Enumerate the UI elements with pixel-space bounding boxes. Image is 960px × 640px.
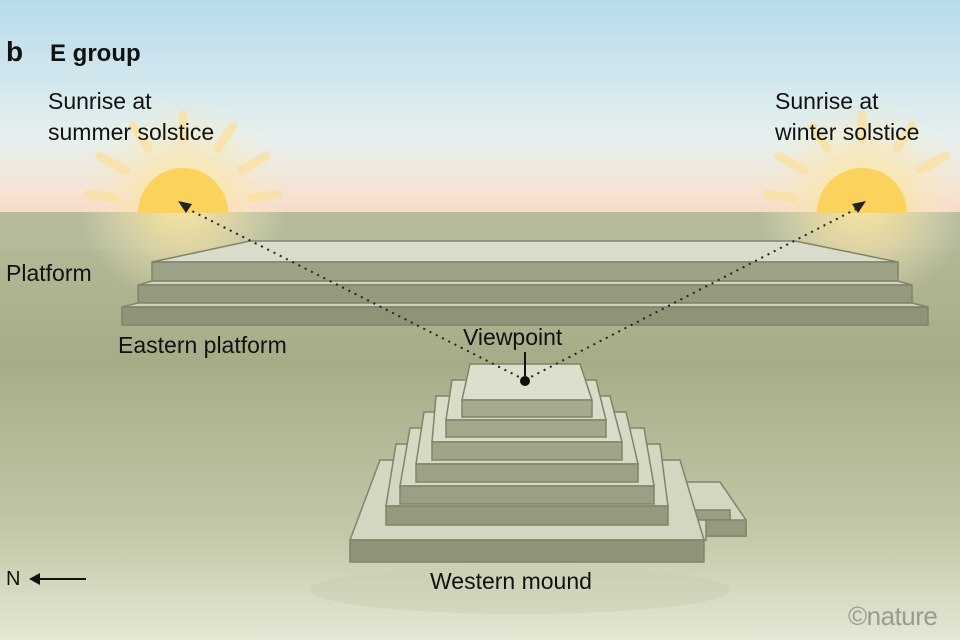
western-mound-structure xyxy=(348,363,747,563)
eastern-platform-label: Eastern platform xyxy=(118,332,287,358)
nature-credit: ©nature xyxy=(848,601,938,631)
sight-lines xyxy=(185,207,859,381)
winter-sunrise-line-2: winter solstice xyxy=(775,119,920,145)
western-mound-label: Western mound xyxy=(430,568,592,594)
mound-shadow xyxy=(310,566,730,614)
eastern-platform-structure xyxy=(121,240,929,326)
sight-arrow-winter xyxy=(852,201,866,213)
panel-letter: b xyxy=(6,36,24,67)
summer-sunrise-line-1: Sunrise at xyxy=(48,88,152,114)
summer-sunrise-label: Sunrise at summer solstice xyxy=(48,86,214,148)
platform-label: Platform xyxy=(6,260,92,286)
north-label: N xyxy=(6,568,21,590)
viewpoint-marker xyxy=(520,376,530,386)
left-arrow-icon xyxy=(29,573,86,585)
winter-sunrise-label: Sunrise at winter solstice xyxy=(775,86,919,148)
panel-title: E group xyxy=(50,40,141,67)
sight-arrow-summer xyxy=(178,201,192,213)
summer-sunrise-line-2: summer solstice xyxy=(48,119,215,145)
winter-sunrise-line-1: Sunrise at xyxy=(775,88,879,114)
viewpoint-label: Viewpoint xyxy=(463,324,563,350)
